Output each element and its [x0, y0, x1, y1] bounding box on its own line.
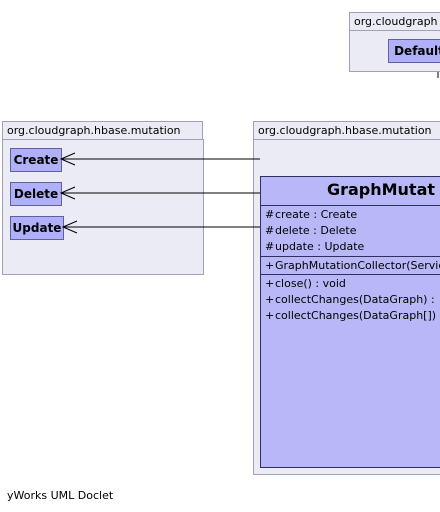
- package-tab-right: org.cloudgraph.hbase.mutation: [253, 121, 440, 140]
- class-main-name: GraphMutat: [326, 180, 436, 199]
- visibility-icon: #: [265, 240, 275, 253]
- class-delete-name: Delete: [13, 187, 59, 201]
- visibility-icon: +: [265, 277, 275, 290]
- constructor-text: GraphMutationCollector(Servic: [275, 259, 440, 272]
- class-create-name: Create: [13, 153, 59, 167]
- method-collect-changes-array: +collectChanges(DataGraph[]): [265, 309, 436, 323]
- package-tab-top-right: org.cloudgraph: [349, 12, 440, 31]
- class-graph-mutation-collector[interactable]: GraphMutat #create : Create #delete : De…: [260, 176, 440, 468]
- package-label-left: org.cloudgraph.hbase.mutation: [7, 124, 181, 137]
- visibility-icon: +: [265, 309, 275, 322]
- class-default[interactable]: Default: [388, 39, 440, 63]
- class-update[interactable]: Update: [10, 216, 64, 240]
- method-text: collectChanges(DataGraph) :: [275, 293, 435, 306]
- class-create[interactable]: Create: [10, 148, 62, 172]
- package-label-right: org.cloudgraph.hbase.mutation: [258, 124, 432, 137]
- method-text: close() : void: [275, 277, 346, 290]
- class-main-title: GraphMutat: [311, 177, 440, 203]
- field-text: create : Create: [275, 208, 358, 221]
- visibility-icon: +: [265, 259, 275, 272]
- methods-divider: [261, 274, 440, 275]
- class-default-name: Default: [394, 44, 440, 58]
- constructor-graph-mutation-collector: +GraphMutationCollector(Servic: [265, 259, 440, 273]
- class-update-name: Update: [12, 221, 62, 235]
- fields-divider: [261, 205, 440, 206]
- arrowhead-create: [59, 152, 76, 166]
- field-delete: #delete : Delete: [265, 224, 357, 238]
- footer-credit: yWorks UML Doclet: [7, 489, 114, 502]
- visibility-icon: #: [265, 208, 275, 221]
- visibility-icon: #: [265, 224, 275, 237]
- field-text: delete : Delete: [275, 224, 357, 237]
- constructors-divider: [261, 256, 440, 257]
- class-delete[interactable]: Delete: [10, 182, 62, 206]
- field-create: #create : Create: [265, 208, 357, 222]
- arrowhead-delete: [59, 186, 76, 200]
- arrowhead-update: [61, 220, 78, 234]
- package-label-top-right: org.cloudgraph: [354, 15, 438, 28]
- method-text: collectChanges(DataGraph[]): [275, 309, 437, 322]
- visibility-icon: +: [265, 293, 275, 306]
- field-text: update : Update: [275, 240, 365, 253]
- method-collect-changes: +collectChanges(DataGraph) :: [265, 293, 435, 307]
- package-tab-left: org.cloudgraph.hbase.mutation: [2, 121, 203, 140]
- method-close: +close() : void: [265, 277, 346, 291]
- field-update: #update : Update: [265, 240, 364, 254]
